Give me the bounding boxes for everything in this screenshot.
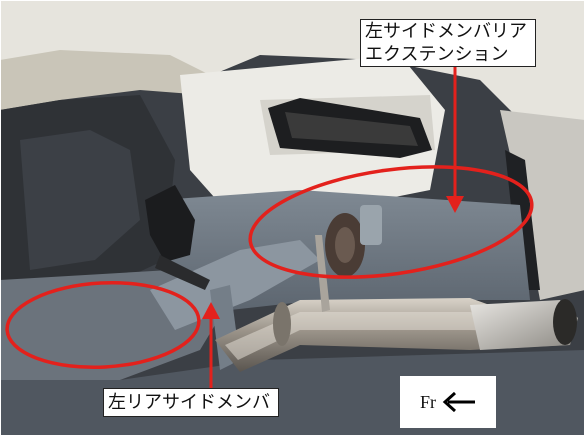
leader-arrow-bottom xyxy=(202,302,220,388)
front-direction-label: Fr xyxy=(419,391,436,412)
callout-side-member-rear-extension: 左サイドメンバリア エクステンション xyxy=(360,19,536,67)
left-arrow-icon xyxy=(442,392,475,412)
leader-arrow-top xyxy=(446,63,464,213)
highlight-ellipse-rear-side-member xyxy=(5,281,201,369)
callout-rear-side-member: 左リアサイドメンバ xyxy=(103,388,279,417)
front-direction-indicator: Fr xyxy=(400,376,496,428)
highlight-ellipse-side-member-extension xyxy=(248,165,534,279)
